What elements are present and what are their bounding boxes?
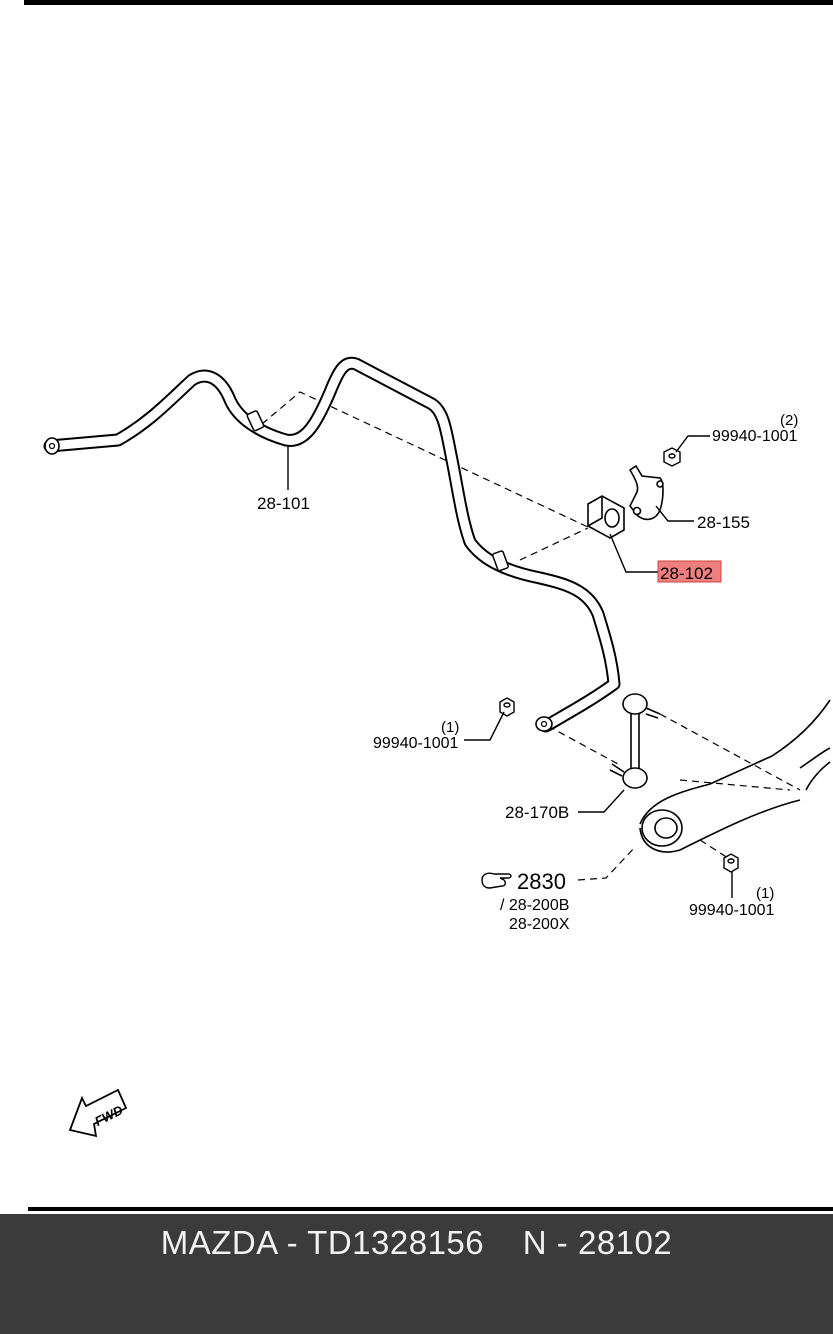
label-reference-sub-2: 28-200X: [509, 916, 570, 933]
label-nut-right: 99940-1001: [689, 902, 775, 919]
highlight-box: [657, 560, 722, 583]
label-nut-top-qty: (2): [780, 412, 798, 429]
leader-lines: [287, 435, 733, 898]
label-nut-left-qty: (1): [441, 719, 459, 736]
label-nut-right-qty: (1): [756, 885, 774, 902]
nut-left: [499, 697, 515, 717]
forward-arrow-icon: FWD: [68, 1088, 128, 1138]
bracket-part: [628, 464, 664, 521]
label-reference-sub-1: / 28-200B: [500, 897, 569, 914]
label-nut-top: 99940-1001: [712, 428, 798, 445]
label-reference-group: 2830: [517, 869, 566, 894]
control-arm: [639, 699, 831, 853]
pointing-hand-icon: [481, 872, 512, 889]
label-28-170B: 28-170B: [505, 803, 569, 822]
footer-bar: MAZDA - TD1328156 N - 28102: [0, 1214, 833, 1334]
top-rule: [24, 0, 833, 5]
parts-diagram: 28-101 28-102 28-155 (2) 99940-1001 (1) …: [43, 356, 831, 1138]
label-28-155: 28-155: [697, 513, 750, 532]
stabilizer-bar: [43, 356, 621, 733]
label-nut-left: 99940-1001: [373, 735, 459, 752]
label-28-101: 28-101: [257, 494, 310, 513]
footer-caption: MAZDA - TD1328156 N - 28102: [160, 1224, 673, 1261]
bushing-part: [587, 495, 625, 539]
nut-right: [723, 853, 739, 873]
dashed-guides: [261, 391, 801, 881]
nut-top: [663, 447, 681, 467]
label-28-102: 28-102: [660, 564, 713, 583]
stabilizer-link: [609, 693, 661, 789]
bottom-rule: [28, 1207, 833, 1211]
